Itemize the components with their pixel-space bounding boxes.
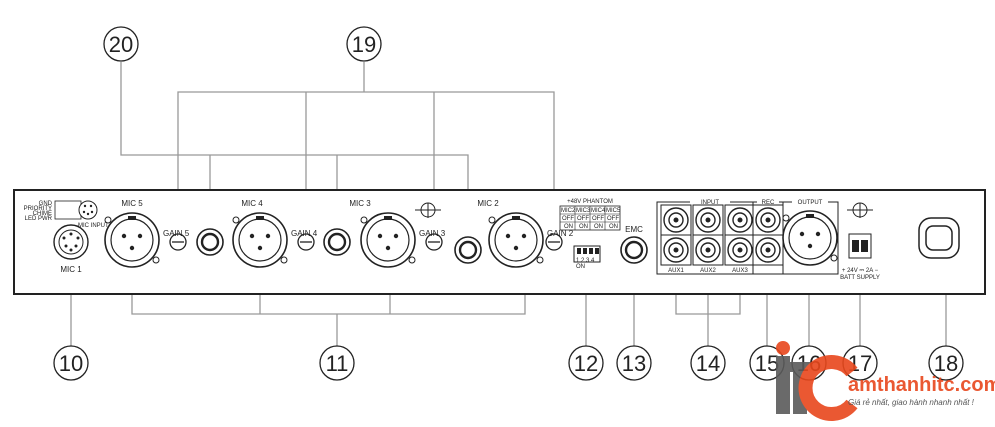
svg-text:19: 19 <box>352 32 376 57</box>
gain3-label: GAIN 3 <box>419 229 446 238</box>
svg-text:AUX3: AUX3 <box>732 268 748 274</box>
mic4-xlr: MIC 4 <box>232 199 288 268</box>
callout-19: 19 <box>346 26 382 62</box>
svg-text:MIC 2: MIC 2 <box>477 199 499 208</box>
callout-18: 18 <box>928 345 964 381</box>
mic1-label: MIC 1 <box>60 265 82 274</box>
svg-text:10: 10 <box>59 351 83 376</box>
mic5-xlr: MIC 5 <box>104 199 160 268</box>
svg-text:ON: ON <box>564 224 573 230</box>
power-inlet <box>918 217 960 259</box>
gain5-label: GAIN 5 <box>163 229 190 238</box>
dip-switch: 1 2 3 4 ON <box>573 245 601 270</box>
svg-text:MIC2: MIC2 <box>561 208 576 214</box>
svg-text:LED PWR: LED PWR <box>25 216 53 222</box>
svg-text:ON: ON <box>594 224 603 230</box>
svg-text:20: 20 <box>109 32 133 57</box>
svg-text:14: 14 <box>696 351 720 376</box>
mic3-jack <box>453 235 483 265</box>
callout-13: 13 <box>616 345 652 381</box>
svg-text:MIC5: MIC5 <box>606 208 621 214</box>
svg-text:13: 13 <box>622 351 646 376</box>
svg-text:OFF: OFF <box>607 216 619 222</box>
svg-text:ON: ON <box>579 224 588 230</box>
callout-10: 10 <box>53 345 89 381</box>
callout-12: 12 <box>568 345 604 381</box>
battery-terminal: + 24V ⎓ 2A − BATT SUPPLY <box>840 233 880 281</box>
svg-text:INPUT: INPUT <box>701 200 719 206</box>
svg-text:MIC4: MIC4 <box>591 208 606 214</box>
svg-text:ON: ON <box>609 224 618 230</box>
svg-text:PRIORITY: PRIORITY <box>24 206 52 212</box>
svg-text:18: 18 <box>934 351 958 376</box>
svg-text:MIC 5: MIC 5 <box>121 199 143 208</box>
svg-text:AUX1: AUX1 <box>668 268 684 274</box>
svg-text:1 2 3 4: 1 2 3 4 <box>576 258 595 264</box>
watermark-slogan: Giá rẻ nhất, giao hành nhanh nhất ! <box>848 398 975 407</box>
svg-text:REC: REC <box>762 200 775 206</box>
svg-text:11: 11 <box>326 351 349 376</box>
rec-rca-block: REC <box>752 198 784 275</box>
phantom-table: +48V PHANTOM MIC2 MIC3 MIC4 MIC5 OFF OFF… <box>559 199 621 231</box>
callout-20: 20 <box>103 26 139 62</box>
ground-symbol-icon <box>415 202 441 218</box>
mic2-xlr: MIC 2 <box>477 199 544 268</box>
emc-label: EMC <box>625 225 643 234</box>
svg-text:MIC 4: MIC 4 <box>241 199 263 208</box>
output-xlr-block: OUTPUT <box>782 198 839 275</box>
callout-14: 14 <box>690 345 726 381</box>
svg-text:12: 12 <box>574 351 598 376</box>
watermark-site: amthanhitc.com <box>848 374 995 396</box>
svg-text:+ 24V ⎓ 2A −: + 24V ⎓ 2A − <box>842 268 879 274</box>
mic4-jack <box>322 227 352 257</box>
svg-text:MIC INPUT: MIC INPUT <box>78 223 109 229</box>
mic5-jack <box>195 227 225 257</box>
svg-text:BATT SUPPLY: BATT SUPPLY <box>840 275 880 281</box>
svg-text:OFF: OFF <box>577 216 589 222</box>
svg-text:+48V PHANTOM: +48V PHANTOM <box>567 199 613 205</box>
gain2-label: GAIN 2 <box>547 229 574 238</box>
emc-jack <box>619 235 649 265</box>
svg-text:OFF: OFF <box>562 216 574 222</box>
svg-text:CHIME: CHIME <box>33 211 52 217</box>
svg-text:AUX2: AUX2 <box>700 268 716 274</box>
svg-text:MIC3: MIC3 <box>576 208 591 214</box>
mic1-din-socket: MIC 1 <box>53 224 89 274</box>
svg-text:MIC 3: MIC 3 <box>349 199 371 208</box>
svg-text:OUTPUT: OUTPUT <box>798 200 823 206</box>
din-priority-block: GND PRIORITY CHIME LED PWR MIC INPUT <box>24 200 109 229</box>
svg-text:GND: GND <box>39 201 53 207</box>
svg-text:15: 15 <box>755 351 779 376</box>
input-rca-block: INPUT AUX1 AUX2 AUX3 <box>656 198 756 275</box>
gain4-label: GAIN 4 <box>291 229 318 238</box>
svg-text:OFF: OFF <box>592 216 604 222</box>
mic3-xlr: MIC 3 <box>349 199 416 268</box>
callout-11: 11 <box>319 345 355 381</box>
svg-text:ON: ON <box>576 264 585 270</box>
watermark-logo: amthanhitc.com Giá rẻ nhất, giao hành nh… <box>776 341 995 421</box>
ground-symbol-icon-2 <box>847 202 873 218</box>
